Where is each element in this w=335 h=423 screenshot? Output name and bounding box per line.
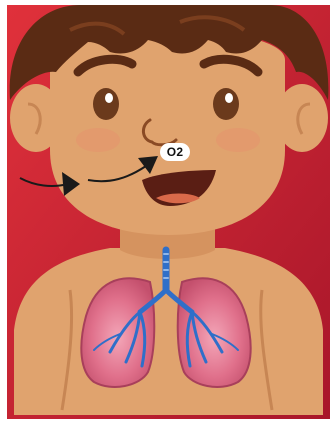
left-cheek bbox=[76, 128, 120, 152]
right-eye bbox=[213, 88, 239, 120]
left-eye bbox=[93, 88, 119, 120]
oxygen-label: O2 bbox=[160, 143, 190, 161]
right-cheek bbox=[216, 128, 260, 152]
